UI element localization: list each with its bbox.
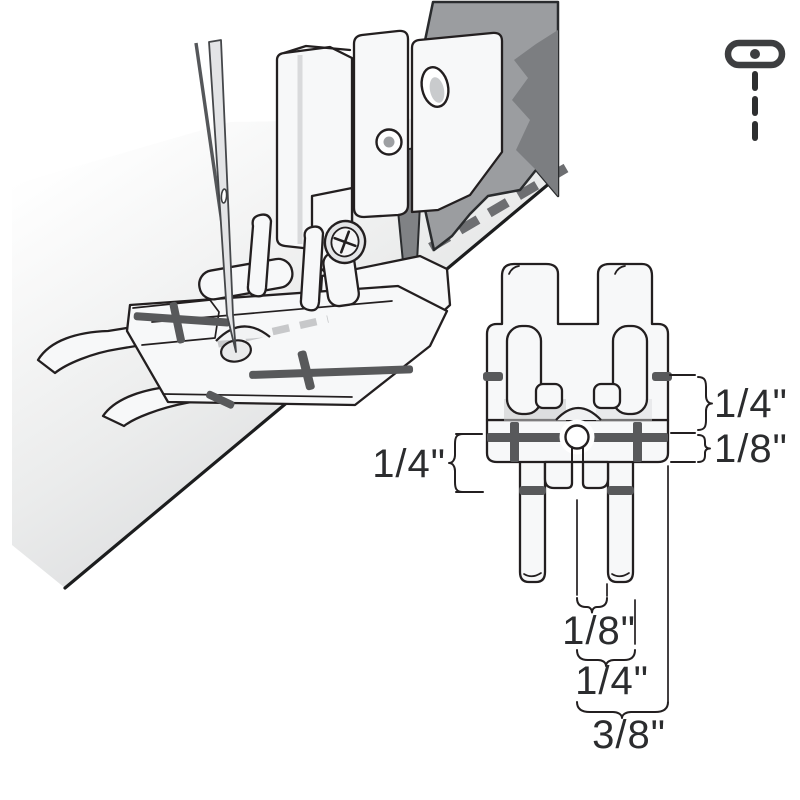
dim-bottom-outer: 3/8" — [592, 713, 666, 757]
brace-right-lower — [697, 434, 711, 463]
measurement-annotations: 1/4" 1/8" 1/4" 1/8" 1/4" 3/8" — [372, 374, 788, 757]
brace-right-upper — [697, 376, 713, 431]
seam-stitch-dashes — [423, 163, 569, 255]
dim-bottom-middle: 1/4" — [575, 659, 649, 703]
dim-bottom-inner: 1/8" — [562, 609, 636, 653]
screw-icon — [323, 219, 367, 265]
brace-bottom-inner — [576, 597, 608, 614]
dim-right-upper: 1/4" — [714, 382, 788, 426]
perspective-illustration — [12, 0, 569, 590]
presser-foot-seam-guide-icon — [724, 39, 786, 141]
brace-bottom-outer — [576, 701, 669, 719]
dim-left: 1/4" — [372, 442, 446, 486]
brace-left — [448, 433, 464, 493]
brace-bottom-middle — [576, 649, 636, 667]
needle — [194, 39, 237, 353]
foot-toes — [518, 450, 635, 584]
front-view-diagram — [483, 262, 672, 584]
needle-bar-bracket — [410, 31, 504, 214]
dim-right-lower: 1/8" — [714, 427, 788, 471]
foot-shank — [198, 186, 367, 312]
sole-plate — [125, 284, 449, 409]
presser-bar — [352, 29, 410, 219]
foot-body — [485, 262, 670, 422]
needle-hole-front — [559, 419, 595, 463]
guide-cross-marks — [487, 422, 668, 462]
needle-eye — [220, 188, 228, 204]
